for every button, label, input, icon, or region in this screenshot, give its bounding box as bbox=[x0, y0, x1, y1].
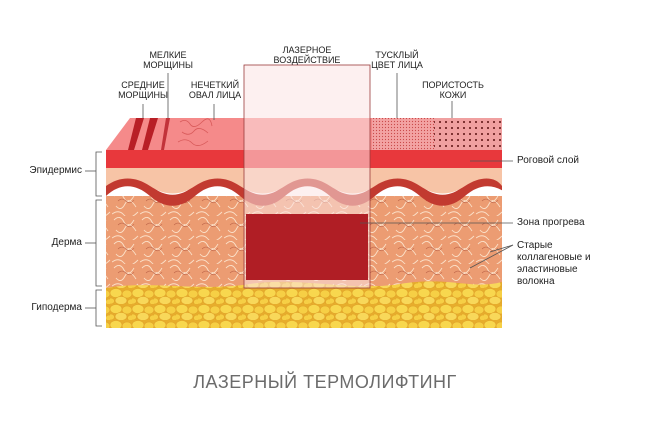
medium-wrinkle-2 bbox=[142, 118, 158, 150]
caption: ЛАЗЕРНЫЙ ТЕРМОЛИФТИНГ bbox=[193, 372, 457, 392]
label-heating-zone: Зона прогрева bbox=[517, 217, 585, 228]
hypodermis-fat bbox=[106, 281, 502, 328]
pores-dots bbox=[434, 118, 502, 150]
label-old-fibers: Старые коллагеновые и эластиновые волокн… bbox=[517, 240, 591, 287]
label-medium-wrinkles: СРЕДНИЕ МОРЩИНЫ bbox=[118, 80, 168, 100]
label-epidermis: Эпидермис bbox=[29, 165, 82, 176]
label-dull-complexion: ТУСКЛЫЙ ЦВЕТ ЛИЦА bbox=[371, 50, 423, 70]
label-fine-wrinkles: МЕЛКИЕ МОРЩИНЫ bbox=[143, 50, 193, 70]
label-skin-porosity: ПОРИСТОСТЬ КОЖИ bbox=[422, 80, 484, 100]
label-unclear-oval: НЕЧЕТКИЙ ОВАЛ ЛИЦА bbox=[188, 80, 242, 100]
dull-texture bbox=[372, 118, 434, 150]
label-laser-effect: ЛАЗЕРНОЕ ВОЗДЕЙСТВИЕ bbox=[273, 45, 341, 65]
label-stratum-corneum: Роговой слой bbox=[517, 155, 580, 166]
unclear-oval-texture bbox=[177, 118, 213, 146]
heating-zone bbox=[246, 214, 368, 280]
label-dermis: Дерма bbox=[51, 237, 82, 248]
medium-wrinkle bbox=[128, 118, 144, 150]
papillary-wave bbox=[106, 168, 502, 206]
left-brackets bbox=[85, 151, 102, 327]
right-pointers bbox=[360, 160, 514, 269]
label-hypodermis: Гиподерма bbox=[31, 302, 82, 313]
top-pointers bbox=[142, 73, 453, 120]
fine-wrinkle bbox=[161, 118, 170, 150]
